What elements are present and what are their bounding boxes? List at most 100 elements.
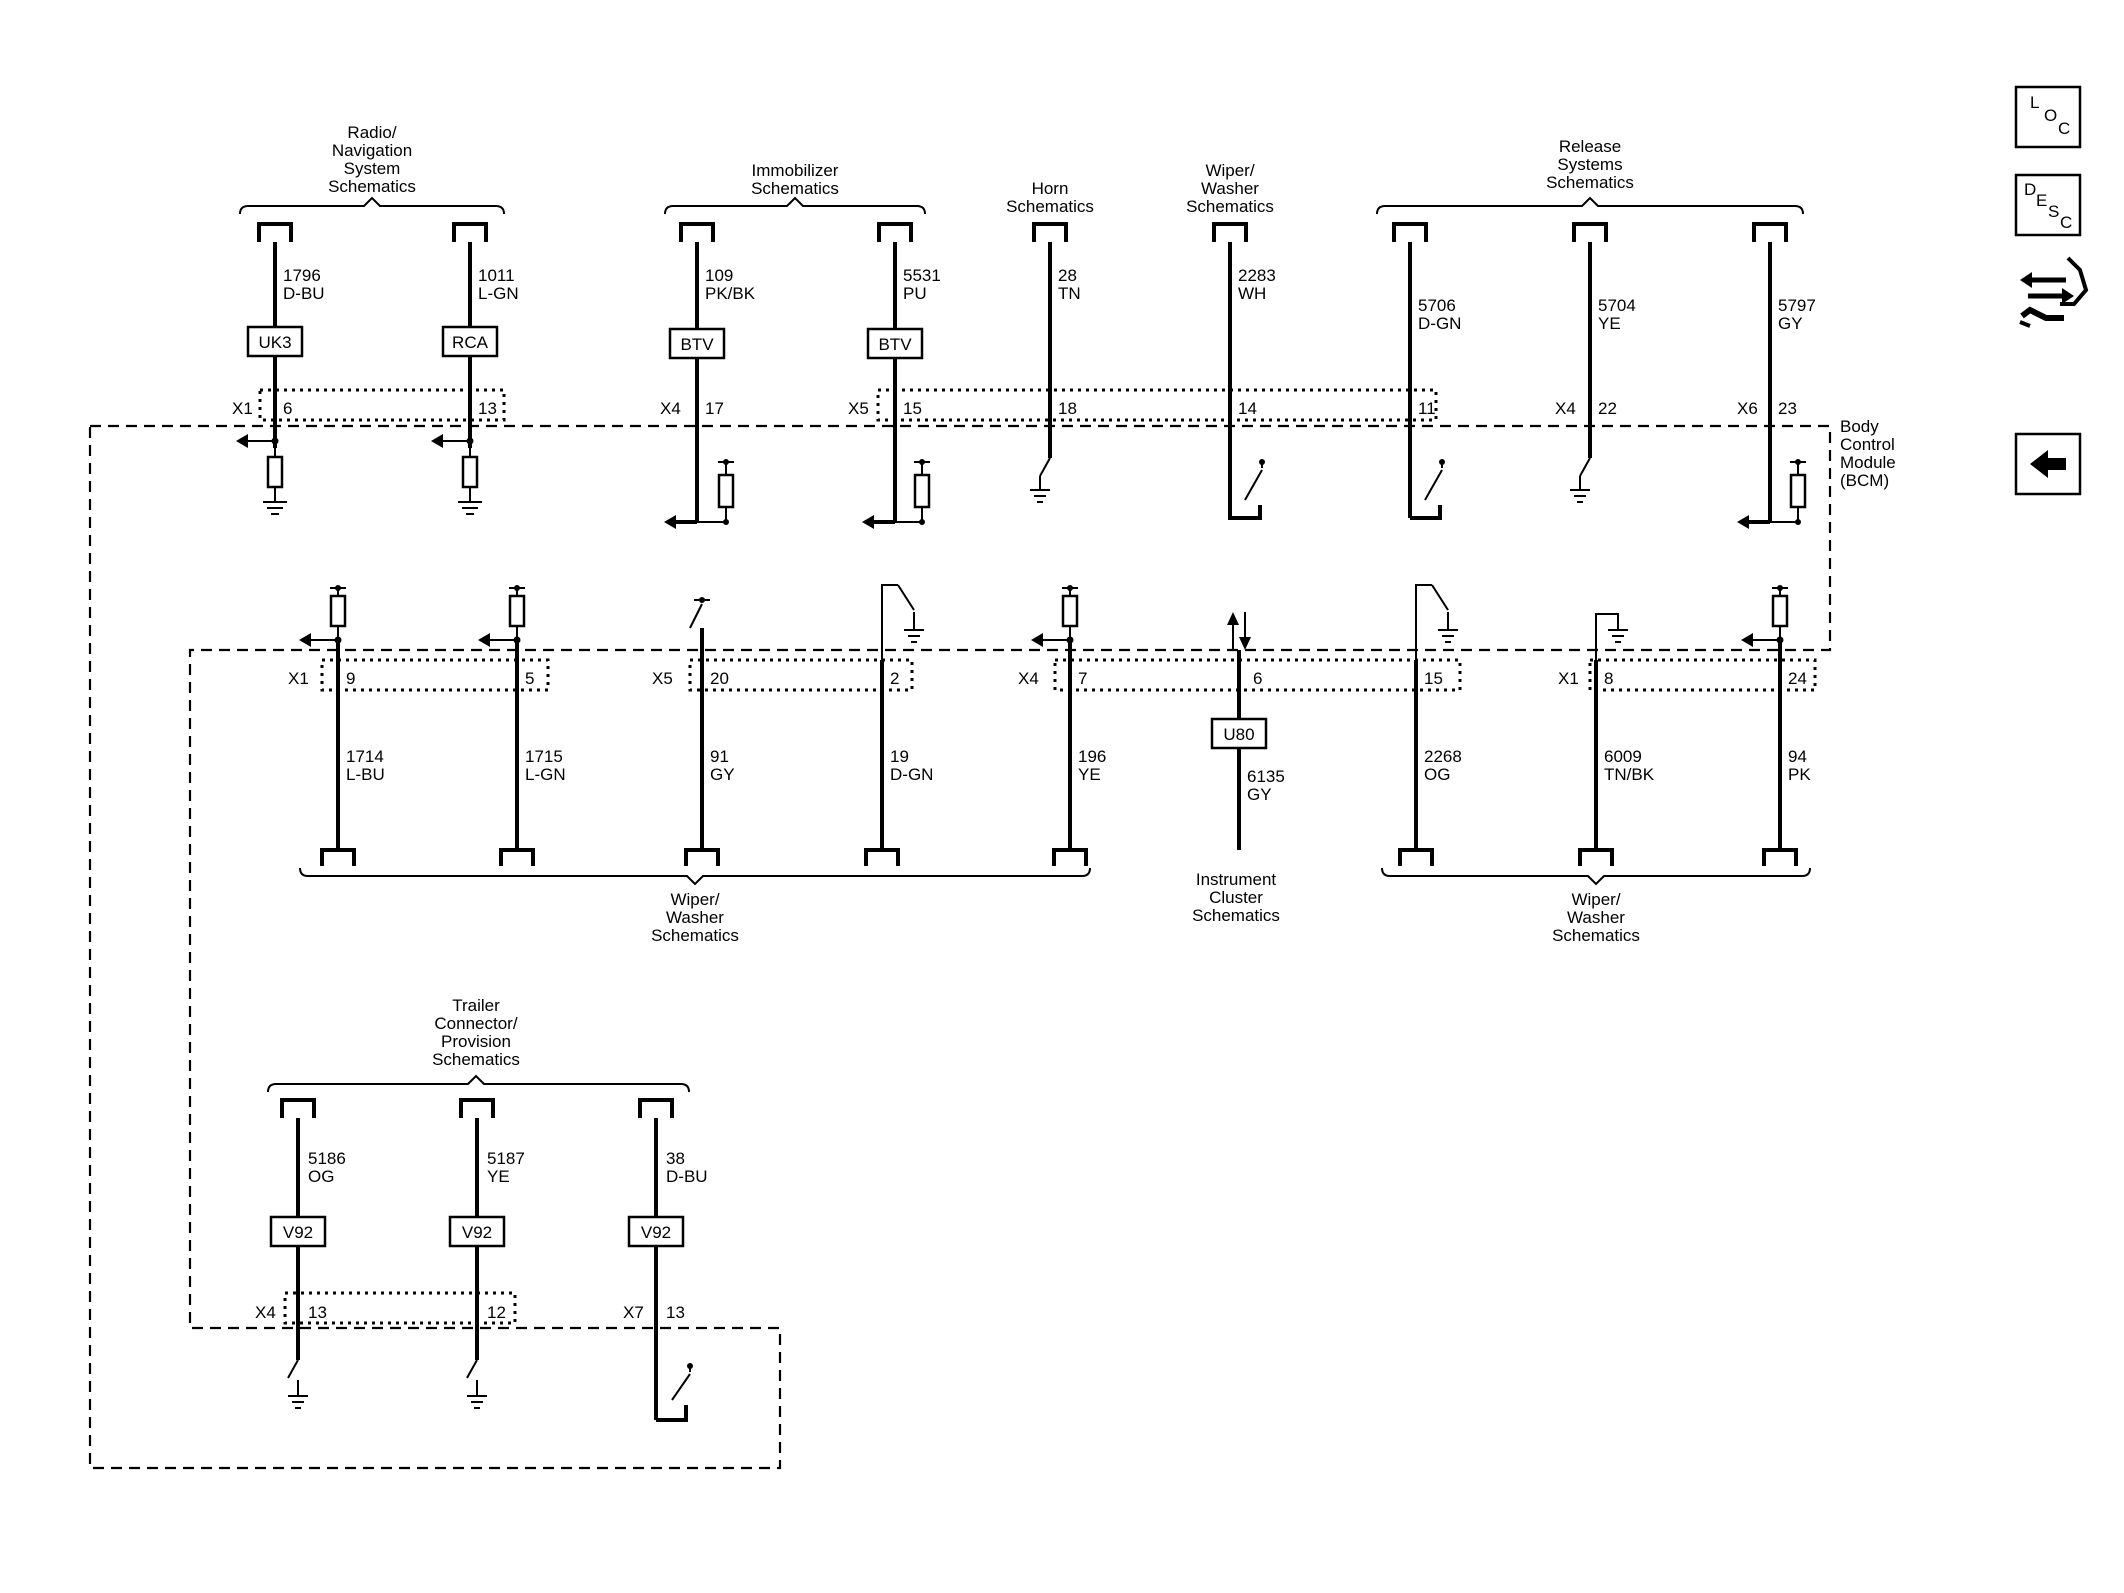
svg-text:System: System bbox=[344, 159, 401, 178]
u80-splice bbox=[1210, 717, 1268, 750]
svg-text:V92: V92 bbox=[283, 1223, 313, 1242]
svg-text:Navigation: Navigation bbox=[332, 141, 412, 160]
svg-text:7: 7 bbox=[1078, 669, 1087, 688]
svg-text:BTV: BTV bbox=[878, 335, 912, 354]
svg-text:91: 91 bbox=[710, 747, 729, 766]
svg-text:YE: YE bbox=[1598, 314, 1621, 333]
svg-text:94: 94 bbox=[1788, 747, 1807, 766]
svg-text:WH: WH bbox=[1238, 284, 1266, 303]
trailer-label: Trailer Connector/ Provision Schematics bbox=[432, 996, 520, 1069]
top-connector-outlines bbox=[258, 388, 1438, 422]
svg-text:Control: Control bbox=[1840, 435, 1895, 454]
immobilizer-brace bbox=[664, 196, 926, 215]
svg-text:15: 15 bbox=[903, 399, 922, 418]
svg-text:D: D bbox=[2024, 180, 2036, 199]
svg-text:Wiper/: Wiper/ bbox=[670, 890, 719, 909]
svg-text:1796: 1796 bbox=[283, 266, 321, 285]
svg-text:6009: 6009 bbox=[1604, 747, 1642, 766]
svg-text:19: 19 bbox=[890, 747, 909, 766]
wiper-washer-left-brace bbox=[299, 867, 1091, 886]
svg-text:Radio/: Radio/ bbox=[347, 123, 396, 142]
top-wire-labels: 1796 D-BU 1011 L-GN 109 PK/BK 5531 PU 28… bbox=[283, 266, 1816, 333]
svg-text:X4: X4 bbox=[1018, 669, 1039, 688]
svg-text:9: 9 bbox=[346, 669, 355, 688]
svg-text:L-GN: L-GN bbox=[525, 765, 566, 784]
svg-text:13: 13 bbox=[666, 1303, 685, 1322]
svg-text:23: 23 bbox=[1778, 399, 1797, 418]
svg-text:Instrument: Instrument bbox=[1196, 870, 1277, 889]
svg-text:D-BU: D-BU bbox=[666, 1167, 708, 1186]
svg-text:OG: OG bbox=[308, 1167, 334, 1186]
svg-text:GY: GY bbox=[710, 765, 735, 784]
svg-text:1011: 1011 bbox=[478, 266, 515, 285]
back-button[interactable] bbox=[2014, 432, 2082, 496]
top-bcm-internals bbox=[236, 242, 1807, 529]
svg-text:X5: X5 bbox=[848, 399, 869, 418]
svg-text:D-BU: D-BU bbox=[283, 284, 325, 303]
instrument-cluster-label: Instrument Cluster Schematics bbox=[1192, 870, 1280, 925]
svg-text:Release: Release bbox=[1559, 137, 1621, 156]
svg-text:D-GN: D-GN bbox=[890, 765, 933, 784]
trailer-brace bbox=[267, 1074, 690, 1093]
bcm-label: Body Control Module (BCM) bbox=[1840, 417, 1896, 490]
u80-label: U80 bbox=[1223, 725, 1254, 744]
loc-icon: L O C bbox=[2030, 93, 2070, 138]
svg-text:Cluster: Cluster bbox=[1209, 888, 1263, 907]
svg-text:PU: PU bbox=[903, 284, 927, 303]
svg-text:24: 24 bbox=[1788, 669, 1807, 688]
svg-text:15: 15 bbox=[1424, 669, 1443, 688]
svg-text:Schematics: Schematics bbox=[328, 177, 416, 196]
v92-splices: V92 V92 V92 bbox=[269, 1215, 685, 1248]
svg-text:Washer: Washer bbox=[1567, 908, 1625, 927]
wiper-washer-right-brace bbox=[1381, 867, 1811, 886]
svg-text:Body: Body bbox=[1840, 417, 1879, 436]
release-systems-label: Release Systems Schematics bbox=[1546, 137, 1634, 192]
svg-text:Schematics: Schematics bbox=[651, 926, 739, 945]
svg-text:6: 6 bbox=[1253, 669, 1262, 688]
svg-text:28: 28 bbox=[1058, 266, 1077, 285]
connector-tool-button[interactable] bbox=[2019, 256, 2089, 328]
svg-text:Schematics: Schematics bbox=[751, 179, 839, 198]
svg-text:TN/BK: TN/BK bbox=[1604, 765, 1655, 784]
svg-text:YE: YE bbox=[1078, 765, 1101, 784]
svg-text:20: 20 bbox=[710, 669, 729, 688]
svg-text:2: 2 bbox=[890, 669, 899, 688]
svg-text:13: 13 bbox=[308, 1303, 327, 1322]
svg-text:E: E bbox=[2036, 191, 2047, 210]
svg-text:X1: X1 bbox=[1558, 669, 1579, 688]
svg-text:C: C bbox=[2058, 119, 2070, 138]
bottom-connector-outline bbox=[283, 1291, 517, 1325]
connector-tool-icon bbox=[2019, 256, 2089, 328]
svg-text:D-GN: D-GN bbox=[1418, 314, 1461, 333]
svg-text:Schematics: Schematics bbox=[1192, 906, 1280, 925]
svg-text:6: 6 bbox=[283, 399, 292, 418]
bottom-wire-labels: 5186 OG 5187 YE 38 D-BU bbox=[308, 1149, 708, 1186]
svg-text:Module: Module bbox=[1840, 453, 1896, 472]
svg-text:(BCM): (BCM) bbox=[1840, 471, 1889, 490]
svg-text:L-GN: L-GN bbox=[478, 284, 519, 303]
svg-text:Schematics: Schematics bbox=[432, 1050, 520, 1069]
svg-text:38: 38 bbox=[666, 1149, 685, 1168]
svg-text:18: 18 bbox=[1058, 399, 1077, 418]
bottom-pin-labels: X4 13 12 X7 13 bbox=[255, 1303, 685, 1322]
svg-text:Washer: Washer bbox=[666, 908, 724, 927]
svg-text:196: 196 bbox=[1078, 747, 1106, 766]
release-systems-brace bbox=[1376, 196, 1804, 215]
middle-wires bbox=[336, 628, 1782, 850]
horn-label: Horn Schematics bbox=[1006, 179, 1094, 216]
svg-text:V92: V92 bbox=[462, 1223, 492, 1242]
desc-button[interactable]: D E S C bbox=[2014, 173, 2082, 237]
svg-text:X4: X4 bbox=[660, 399, 681, 418]
svg-text:C: C bbox=[2060, 213, 2072, 232]
svg-text:Schematics: Schematics bbox=[1546, 173, 1634, 192]
svg-text:17: 17 bbox=[705, 399, 724, 418]
svg-text:11: 11 bbox=[1418, 399, 1436, 418]
loc-button[interactable]: L O C bbox=[2014, 85, 2082, 149]
svg-text:5531: 5531 bbox=[903, 266, 941, 285]
svg-text:22: 22 bbox=[1598, 399, 1617, 418]
radio-navigation-brace bbox=[239, 196, 505, 215]
svg-text:RCA: RCA bbox=[452, 333, 489, 352]
svg-text:TN: TN bbox=[1058, 284, 1081, 303]
svg-text:O: O bbox=[2044, 106, 2057, 125]
